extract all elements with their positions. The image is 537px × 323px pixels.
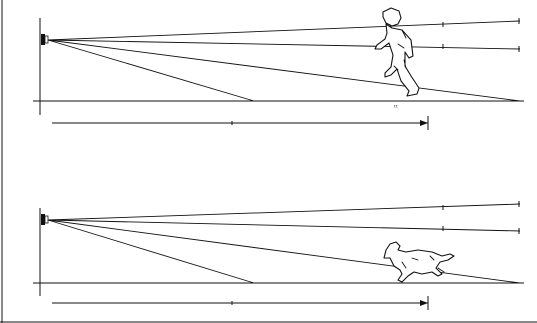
person-detail xyxy=(393,29,407,71)
person-body xyxy=(374,23,420,97)
distance-arrow-head xyxy=(420,300,428,306)
dog-body xyxy=(383,241,455,283)
dog-running-figure xyxy=(383,241,455,283)
camera-icon xyxy=(41,214,45,225)
person-walking-figure xyxy=(374,7,420,97)
ray-3 xyxy=(47,39,521,102)
ray-2 xyxy=(47,39,521,50)
ray-1 xyxy=(47,203,521,221)
dog-detail xyxy=(401,255,445,273)
ray-1 xyxy=(47,20,521,41)
person-head xyxy=(382,7,402,27)
distance-arrow-head xyxy=(420,120,428,126)
ray-4 xyxy=(47,219,255,284)
panel-bottom xyxy=(33,201,524,310)
camera-lens xyxy=(44,35,49,44)
ray-3 xyxy=(47,219,521,284)
camera-lens xyxy=(44,215,49,224)
panel-top: ᵗᵗ xyxy=(33,7,524,130)
ray-4 xyxy=(47,39,255,102)
camera-icon xyxy=(41,34,45,45)
ray-2 xyxy=(47,219,521,232)
distance-mark: ᵗᵗ xyxy=(394,104,398,112)
